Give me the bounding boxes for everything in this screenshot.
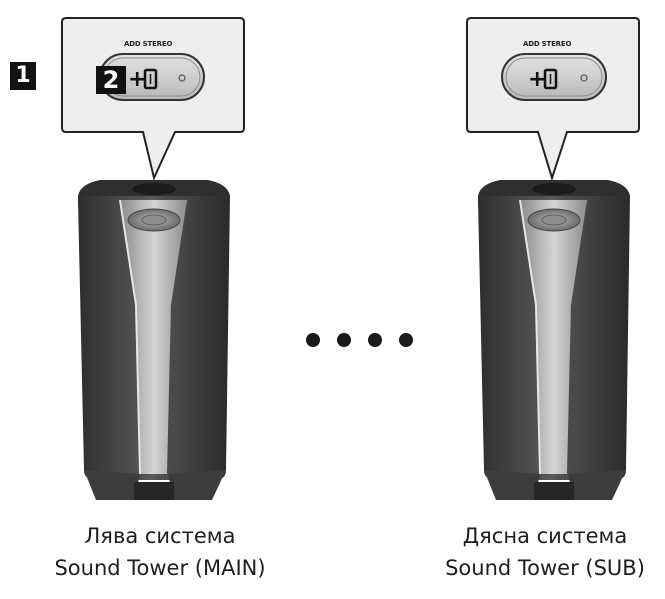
right-plus-speaker-icon: + <box>528 67 558 92</box>
left-add-stereo-label: ADD STEREO <box>124 40 173 48</box>
connector-dots <box>306 333 413 347</box>
right-caption: Дясна система Sound Tower (SUB) <box>395 520 665 584</box>
right-caption-line2: Sound Tower (SUB) <box>445 556 645 580</box>
step-1-badge: 1 <box>10 62 36 90</box>
right-status-led-icon <box>580 74 588 82</box>
left-caption-line1: Лява система <box>84 524 236 548</box>
left-status-led-icon <box>178 74 186 82</box>
right-speaker-tower <box>478 180 630 500</box>
right-add-stereo-button[interactable] <box>501 53 607 101</box>
svg-text:+: + <box>528 67 546 92</box>
right-caption-line1: Дясна система <box>462 524 628 548</box>
step-2-badge: 2 <box>96 66 126 94</box>
left-speaker-tower <box>78 180 230 500</box>
left-caption: Лява система Sound Tower (MAIN) <box>10 520 310 584</box>
svg-text:+: + <box>128 67 146 92</box>
left-caption-line2: Sound Tower (MAIN) <box>54 556 266 580</box>
right-add-stereo-label: ADD STEREO <box>523 40 572 48</box>
left-plus-speaker-icon: + <box>128 67 158 92</box>
